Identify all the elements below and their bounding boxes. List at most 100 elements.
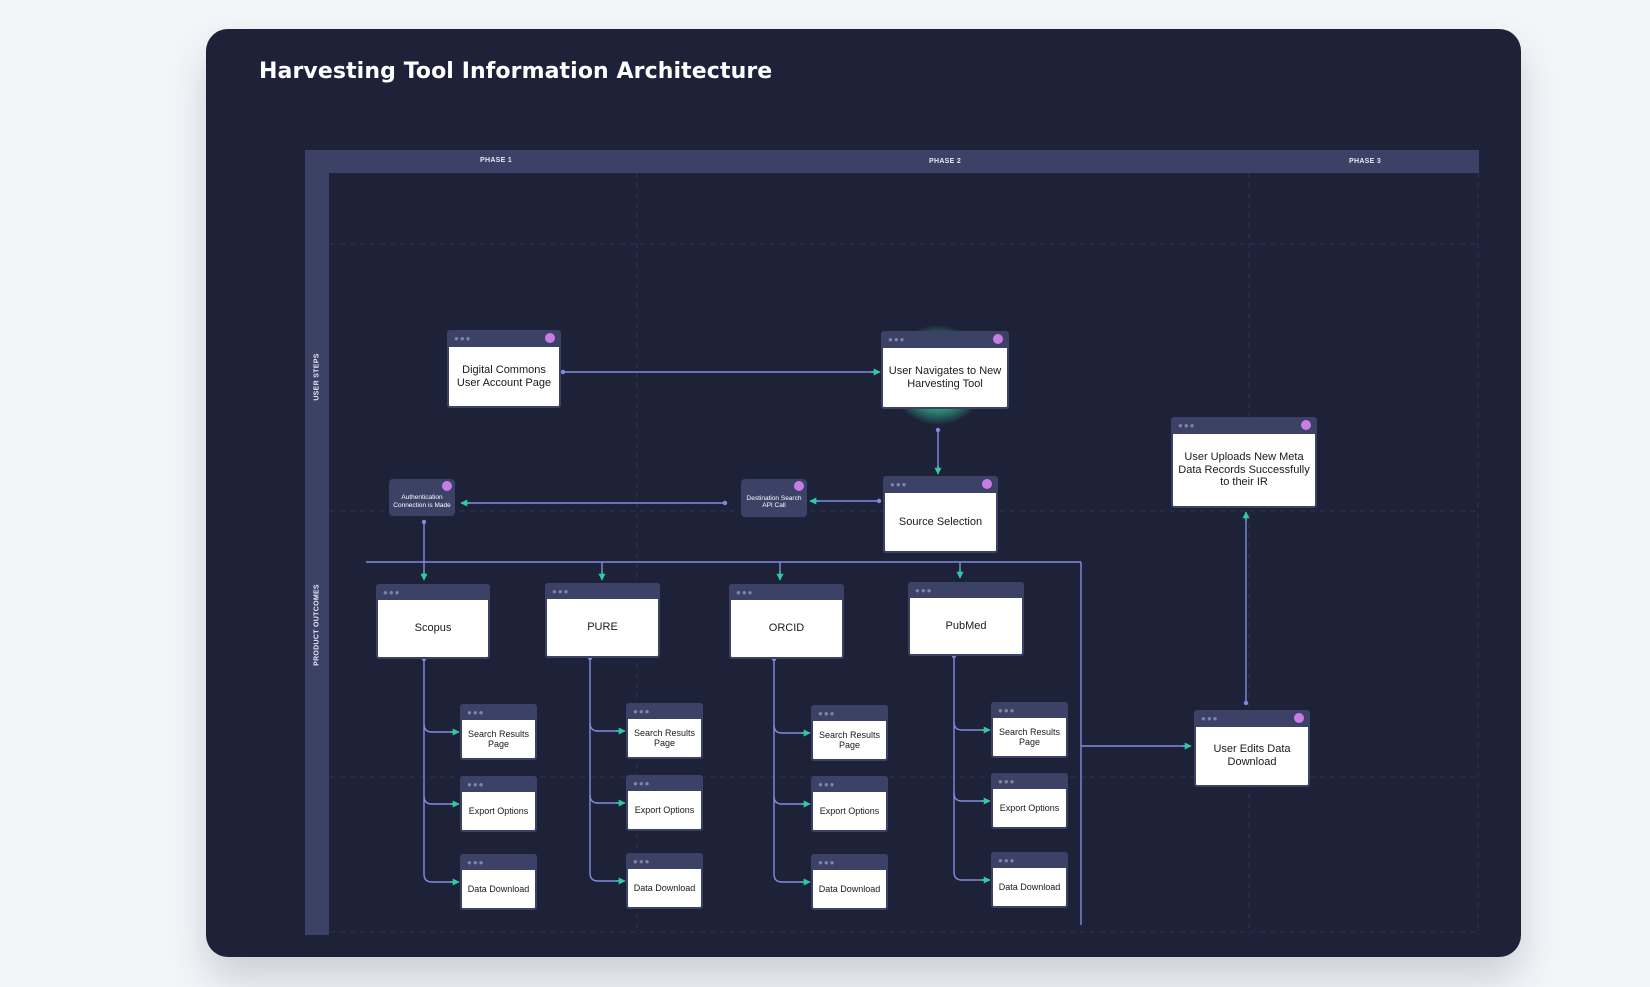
connector bbox=[423, 723, 458, 733]
connector bbox=[773, 873, 809, 883]
lane-label-user-steps: USER STEPS bbox=[313, 353, 321, 401]
window-bar: ●●● bbox=[628, 855, 701, 869]
connector bbox=[953, 721, 989, 731]
step-user-edits-download[interactable]: ●●● User Edits Data Download bbox=[1194, 710, 1310, 787]
window-bar: ●●● bbox=[731, 586, 842, 600]
lane-label-product-outcomes: PRODUCT OUTCOMES bbox=[313, 584, 321, 666]
step-authentication[interactable]: Authentication Connection is Made bbox=[389, 479, 455, 516]
window-dots-icon: ●●● bbox=[454, 334, 472, 343]
connector-dot bbox=[876, 498, 882, 504]
window-bar: ●●● bbox=[993, 775, 1066, 789]
source-node-pure[interactable]: ●●● PURE bbox=[545, 583, 660, 658]
node-label: Data Download bbox=[633, 882, 696, 893]
window-dots-icon: ●●● bbox=[818, 709, 836, 718]
window-bar: ●●● bbox=[462, 706, 535, 720]
step-user-uploads[interactable]: ●●● User Uploads New Meta Data Records S… bbox=[1171, 417, 1317, 508]
node-label: Destination Search API Call bbox=[746, 494, 802, 509]
page-node-data-download[interactable]: ●●● Data Download bbox=[626, 853, 703, 909]
node-label: Data Download bbox=[467, 883, 530, 894]
phase-label: PHASE 2 bbox=[929, 158, 962, 165]
badge-icon bbox=[1301, 420, 1311, 430]
window-bar: ●●● bbox=[885, 478, 996, 493]
connector-dot bbox=[1243, 700, 1249, 706]
window-dots-icon: ●●● bbox=[888, 335, 906, 344]
window-bar: ●●● bbox=[910, 584, 1022, 598]
connector bbox=[589, 722, 624, 732]
step-digital-commons-account[interactable]: ●●● Digital Commons User Account Page bbox=[447, 330, 561, 408]
page-node-search-results-page[interactable]: ●●● Search Results Page bbox=[460, 704, 537, 760]
source-node-pubmed[interactable]: ●●● PubMed bbox=[908, 582, 1024, 656]
window-bar: ●●● bbox=[883, 333, 1007, 348]
node-label: Authentication Connection is Made bbox=[393, 494, 451, 509]
node-label: User Uploads New Meta Data Records Succe… bbox=[1178, 451, 1310, 489]
connector-dot bbox=[935, 427, 941, 433]
page-node-export-options[interactable]: ●●● Export Options bbox=[991, 773, 1068, 829]
connector-dot bbox=[421, 519, 427, 525]
node-label: User Navigates to New Harvesting Tool bbox=[888, 364, 1002, 390]
connector bbox=[953, 792, 989, 802]
window-bar: ●●● bbox=[462, 856, 535, 870]
window-bar: ●●● bbox=[547, 585, 658, 599]
connector-dot bbox=[560, 369, 566, 375]
source-node-orcid[interactable]: ●●●ORCID bbox=[729, 584, 844, 659]
window-bar: ●●● bbox=[813, 778, 886, 792]
step-source-selection[interactable]: ●●● Source Selection bbox=[883, 476, 998, 553]
node-label: Export Options bbox=[634, 804, 695, 815]
node-label: Search Results Page bbox=[633, 727, 696, 748]
page-node-export-options[interactable]: ●●● Export Options bbox=[626, 775, 703, 831]
connector bbox=[589, 794, 624, 804]
node-label: Data Download bbox=[998, 881, 1061, 892]
window-dots-icon: ●●● bbox=[818, 858, 836, 867]
node-label: PubMed bbox=[945, 619, 987, 632]
window-dots-icon: ●●● bbox=[383, 588, 401, 597]
node-label: PURE bbox=[587, 621, 618, 634]
connector bbox=[773, 724, 809, 734]
window-bar: ●●● bbox=[1196, 712, 1308, 727]
step-navigate-harvesting-tool[interactable]: ●●● User Navigates to New Harvesting Too… bbox=[881, 331, 1009, 409]
page-node-search-results-page[interactable]: ●●● Search Results Page bbox=[991, 702, 1068, 758]
badge-icon bbox=[982, 479, 992, 489]
page-node-search-results-page[interactable]: ●●● Search Results Page bbox=[626, 703, 703, 759]
node-label: Search Results Page bbox=[998, 726, 1061, 747]
window-dots-icon: ●●● bbox=[633, 857, 651, 866]
source-node-scopus[interactable]: ●●●Scopus bbox=[376, 584, 490, 659]
connector bbox=[773, 795, 809, 805]
lane-label-bar bbox=[305, 150, 329, 935]
page-node-search-results-page[interactable]: ●●● Search Results Page bbox=[811, 705, 888, 761]
node-label: User Edits Data Download bbox=[1213, 743, 1291, 768]
connector bbox=[423, 873, 458, 883]
badge-icon bbox=[993, 334, 1003, 344]
phase-label: PHASE 1 bbox=[480, 157, 513, 164]
page-node-data-download[interactable]: ●●● Data Download bbox=[991, 852, 1068, 908]
node-label: Export Options bbox=[999, 802, 1060, 813]
connector-dot bbox=[722, 500, 728, 506]
node-label: Data Download bbox=[818, 883, 881, 894]
window-bar: ●●● bbox=[628, 705, 701, 719]
badge-icon bbox=[1294, 713, 1304, 723]
window-bar: ●●● bbox=[993, 854, 1066, 868]
page-node-export-options[interactable]: ●●●Export Options bbox=[460, 776, 537, 832]
connector bbox=[953, 871, 989, 881]
window-dots-icon: ●●● bbox=[467, 858, 485, 867]
node-label: Export Options bbox=[819, 805, 880, 816]
page-node-export-options[interactable]: ●●● Export Options bbox=[811, 776, 888, 832]
phase-label: PHASE 3 bbox=[1349, 158, 1382, 165]
node-label: Search Results Page bbox=[818, 729, 881, 750]
window-bar: ●●● bbox=[813, 856, 886, 870]
window-bar: ●●● bbox=[1173, 419, 1315, 434]
window-dots-icon: ●●● bbox=[998, 706, 1016, 715]
step-destination-search[interactable]: Destination Search API Call bbox=[741, 479, 807, 517]
window-dots-icon: ●●● bbox=[467, 780, 485, 789]
window-dots-icon: ●●● bbox=[633, 707, 651, 716]
diagram-card: Harvesting Tool Information Architecture bbox=[206, 29, 1521, 957]
window-dots-icon: ●●● bbox=[552, 587, 570, 596]
page-node-data-download[interactable]: ●●● Data Download bbox=[811, 854, 888, 910]
window-bar: ●●● bbox=[993, 704, 1066, 718]
badge-icon bbox=[442, 481, 452, 491]
badge-icon bbox=[545, 333, 555, 343]
window-bar: ●●● bbox=[813, 707, 886, 721]
window-dots-icon: ●●● bbox=[818, 780, 836, 789]
node-label: Search Results Page bbox=[467, 728, 530, 749]
page-node-data-download[interactable]: ●●● Data Download bbox=[460, 854, 537, 910]
window-bar: ●●● bbox=[628, 777, 701, 791]
